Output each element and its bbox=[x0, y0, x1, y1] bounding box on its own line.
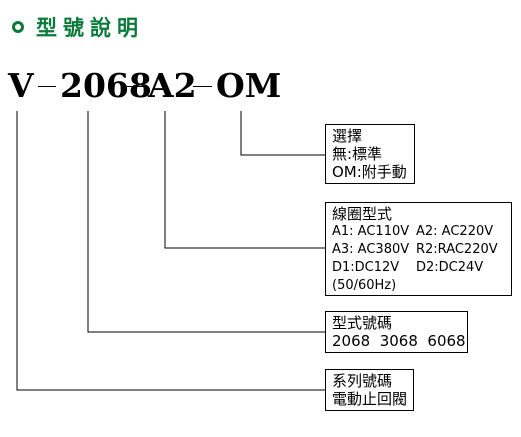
coil-box-title: 線圈型式 bbox=[332, 205, 393, 223]
coil-option: A3: AC380V bbox=[332, 242, 410, 257]
series-box: 系列號碼 電動止回閥 bbox=[325, 369, 414, 411]
coil-option: A2: AC220V bbox=[416, 224, 494, 239]
model-number-box: 型式號碼 2068 3068 6068 bbox=[325, 311, 468, 353]
page-title: 型號說明 bbox=[36, 16, 144, 40]
model-code-series: V bbox=[8, 66, 34, 105]
coil-option: D1:DC12V bbox=[332, 260, 400, 275]
model-code-option: OM bbox=[216, 66, 282, 105]
model-code-dash bbox=[38, 86, 56, 87]
model-code-number: 2068 bbox=[60, 66, 152, 105]
coil-type-box: 線圈型式 A1: AC110V A2: AC220V A3: AC380V R2… bbox=[325, 202, 512, 296]
coil-row: D1:DC12V D2:DC24V bbox=[332, 259, 505, 277]
coil-option: D2:DC24V bbox=[416, 260, 484, 275]
coil-row: A1: AC110V A2: AC220V bbox=[332, 223, 505, 241]
connector-model bbox=[87, 111, 325, 333]
model-numbers: 2068 3068 6068 bbox=[332, 332, 466, 350]
model-code-coil: A2 bbox=[148, 66, 197, 105]
option-box: 選擇 無:標準 OM:附手動 bbox=[325, 124, 415, 184]
section-heading: 型號說明 bbox=[12, 10, 144, 44]
coil-option: R2:RAC220V bbox=[416, 242, 498, 257]
coil-option: A1: AC110V bbox=[332, 224, 410, 239]
model-code-dash bbox=[193, 86, 212, 87]
connector-coil bbox=[164, 111, 325, 249]
option-manual: OM:附手動 bbox=[332, 163, 407, 181]
connector-option bbox=[240, 111, 325, 156]
series-box-title: 系列號碼 bbox=[332, 372, 393, 390]
option-box-title: 選擇 bbox=[332, 127, 363, 145]
coil-frequency: (50/60Hz) bbox=[332, 278, 397, 293]
connector-series bbox=[16, 111, 325, 391]
coil-row: A3: AC380V R2:RAC220V bbox=[332, 241, 505, 259]
model-code-dash bbox=[126, 86, 144, 87]
option-standard: 無:標準 bbox=[332, 145, 383, 163]
series-name: 電動止回閥 bbox=[332, 390, 408, 408]
circle-bullet-icon bbox=[12, 21, 24, 33]
model-box-title: 型式號碼 bbox=[332, 314, 393, 332]
